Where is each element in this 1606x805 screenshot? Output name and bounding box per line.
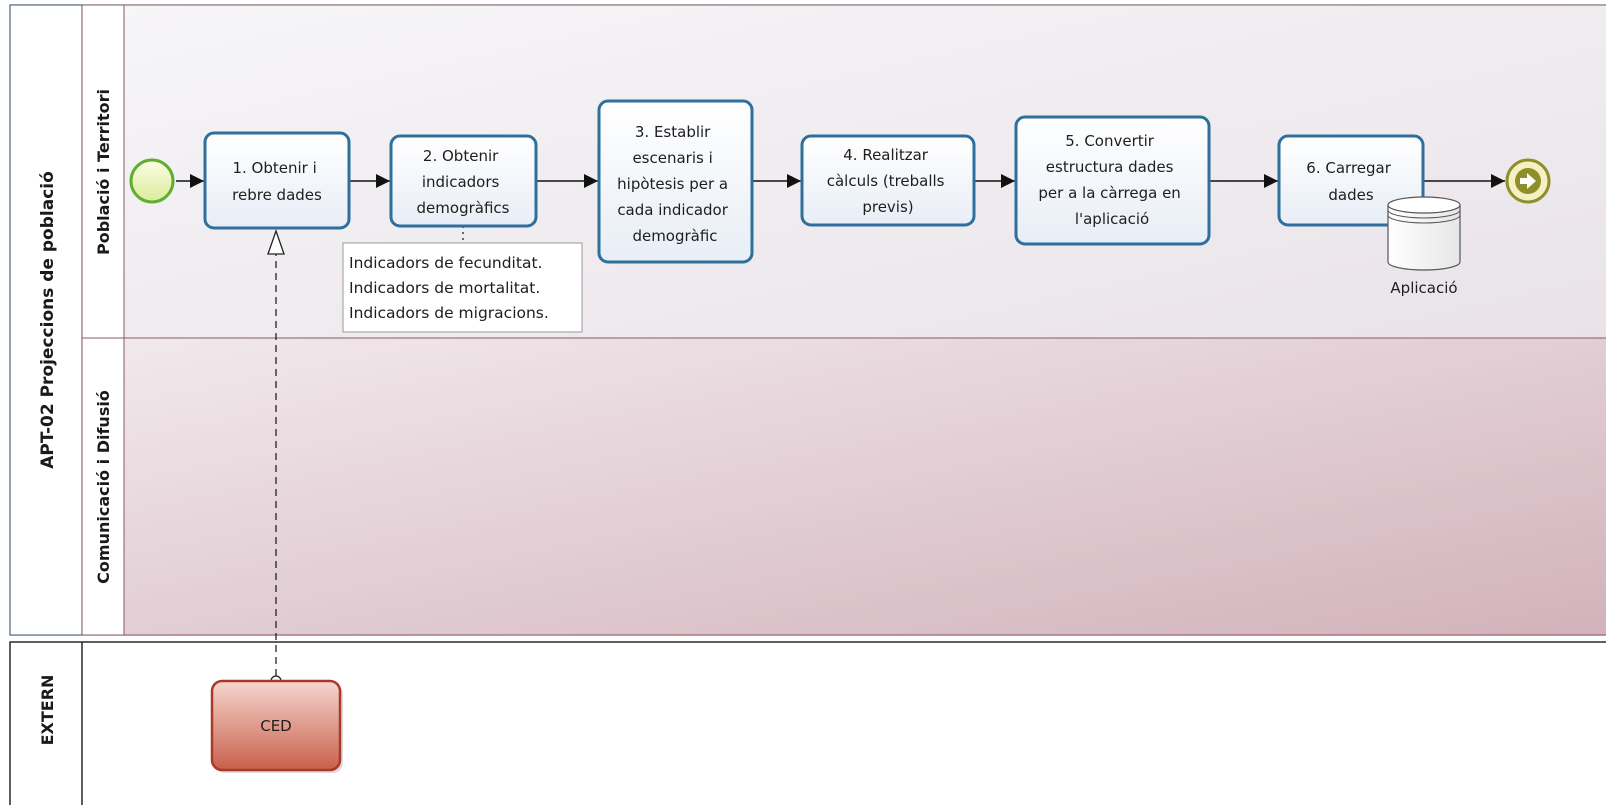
lane-header — [81, 4, 125, 339]
task-label: 4. Realitzar càlculs (treballs previs) — [827, 146, 950, 216]
lane-header — [81, 337, 125, 636]
task-3[interactable]: 3. Establir escenaris i hipòtesis per a … — [597, 99, 754, 264]
data-store-label: Aplicació — [1390, 279, 1457, 297]
participant-box — [210, 679, 342, 772]
database-ring — [1387, 209, 1461, 219]
pool-header — [9, 4, 83, 636]
task-4[interactable]: 4. Realitzar càlculs (treballs previs) — [800, 134, 976, 227]
lane-label: Comunicació i Difusió — [94, 390, 113, 584]
task-label: 2. Obtenir indicadors demogràfics — [417, 147, 510, 217]
arrow-right-icon — [1520, 173, 1536, 189]
task-1[interactable]: 1. Obtenir i rebre dades — [203, 131, 351, 230]
participant-label: CED — [260, 717, 292, 735]
database-ring — [1387, 214, 1461, 224]
task-5[interactable]: 5. Convertir estructura dades per a la c… — [1014, 115, 1211, 246]
task-box — [389, 134, 538, 228]
task-6[interactable]: 6. Carregar dades — [1277, 134, 1425, 227]
lane-body — [123, 337, 1606, 636]
task-box — [1014, 115, 1211, 246]
annotation-text: Indicadors de fecunditat. Indicadors de … — [349, 254, 549, 322]
text-annotation: Indicadors de fecunditat. Indicadors de … — [342, 242, 583, 333]
task-2[interactable]: 2. Obtenir indicadors demogràfics — [389, 134, 538, 228]
task-label: 5. Convertir estructura dades per a la c… — [1038, 132, 1185, 228]
external-pool-border — [9, 641, 1606, 805]
task-label: 1. Obtenir i rebre dades — [232, 159, 322, 204]
task-label: 6. Carregar dades — [1306, 159, 1395, 204]
lane-label: Població i Territori — [94, 89, 113, 255]
lane-comunicacio-difusio: Comunicació i Difusió — [81, 337, 1606, 636]
annotation-box — [342, 242, 583, 333]
task-box — [203, 131, 351, 230]
task-box — [800, 134, 976, 227]
data-store[interactable]: Aplicació — [1387, 196, 1461, 297]
pool-title: APT-02 Projeccions de població — [38, 171, 58, 469]
message-flow-arrowhead — [267, 229, 285, 255]
database-icon — [1387, 205, 1461, 271]
task-box — [597, 99, 754, 264]
participant-ced[interactable]: CED — [210, 679, 343, 773]
task-label: 3. Establir escenaris i hipòtesis per a … — [617, 123, 733, 245]
task-box — [1277, 134, 1425, 227]
database-top — [1387, 196, 1461, 214]
external-pool: EXTERN — [9, 641, 1606, 805]
end-event[interactable] — [1505, 158, 1551, 204]
external-pool-title: EXTERN — [38, 675, 57, 746]
start-event[interactable] — [129, 158, 175, 204]
